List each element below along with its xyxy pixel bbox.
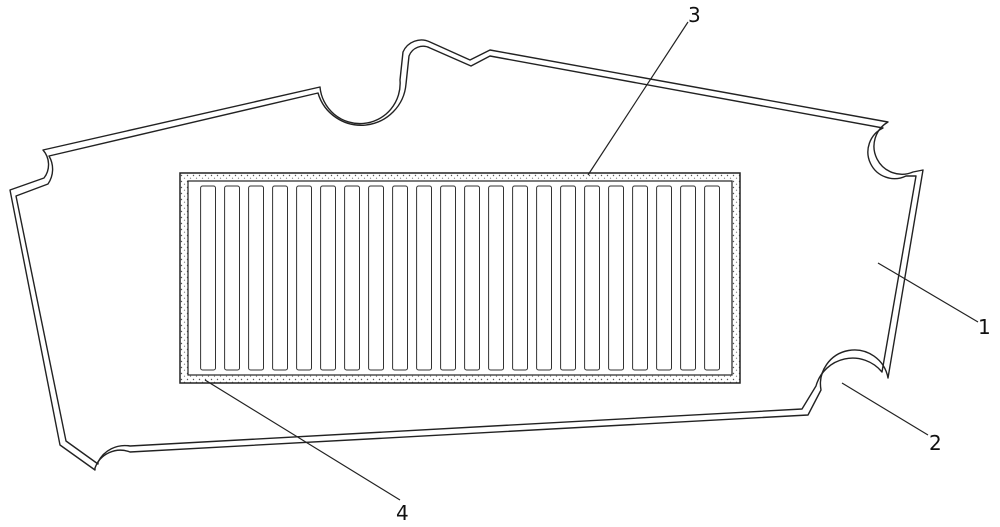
filter-fin	[392, 185, 409, 371]
callout-1: 1	[978, 315, 991, 339]
filter-fin	[512, 185, 528, 371]
filter-fin	[368, 185, 385, 371]
filter-fin	[296, 185, 313, 371]
filter-fin	[704, 185, 720, 371]
filter-fin	[680, 185, 696, 371]
filter-fin	[608, 185, 624, 371]
filter-fin	[584, 185, 600, 371]
filter-fin	[248, 185, 265, 371]
filter-fin	[200, 185, 217, 371]
leader-line-1	[877, 262, 979, 323]
filter-fin	[224, 185, 241, 371]
filter-fin	[416, 185, 433, 371]
plate-outline-outer	[9, 39, 924, 471]
filter-fin	[488, 185, 505, 371]
filter-fin	[320, 185, 337, 371]
filter-fin	[632, 185, 648, 371]
callout-2: 2	[929, 431, 942, 455]
filter-fin	[536, 185, 552, 371]
callout-3: 3	[688, 3, 701, 27]
leader-line-4	[204, 379, 401, 501]
callout-labels: 1 2 3 4	[396, 3, 991, 525]
filter-fin	[440, 185, 457, 371]
filter-fin	[560, 185, 576, 371]
filter-fin	[344, 185, 361, 371]
callout-4: 4	[396, 501, 409, 525]
filter-assembly	[179, 172, 741, 384]
filter-frame-inner	[187, 180, 733, 376]
filter-fin	[272, 185, 289, 371]
filter-fin	[464, 185, 481, 371]
filter-fin	[656, 185, 672, 371]
finned-filter-core	[200, 185, 720, 371]
leader-lines	[204, 21, 979, 501]
leader-line-3	[587, 21, 689, 176]
leader-line-2	[841, 382, 929, 436]
plate-outline-inner	[15, 45, 917, 465]
plate-body	[9, 39, 924, 471]
